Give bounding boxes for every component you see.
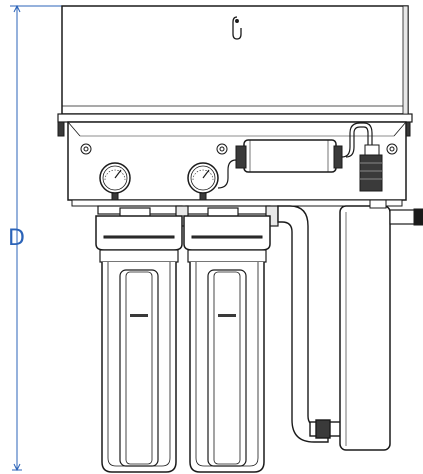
dimension-label-d: D [8,226,25,251]
top-cover [57,5,413,123]
pump [359,144,383,192]
hanging-hook-icon [232,16,242,40]
dimension-line [10,4,62,472]
panel-screws [80,143,398,155]
filter-housing-right [183,215,271,473]
horizontal-cylinder [235,139,343,173]
pressure-gauge-icon [187,162,219,201]
tubing [217,122,373,189]
pressure-gauge-icon [99,162,131,201]
membrane-vessel [339,199,423,451]
outlet-pipe [277,205,343,443]
filter-housing-left [95,215,183,473]
left-latch [57,121,65,137]
